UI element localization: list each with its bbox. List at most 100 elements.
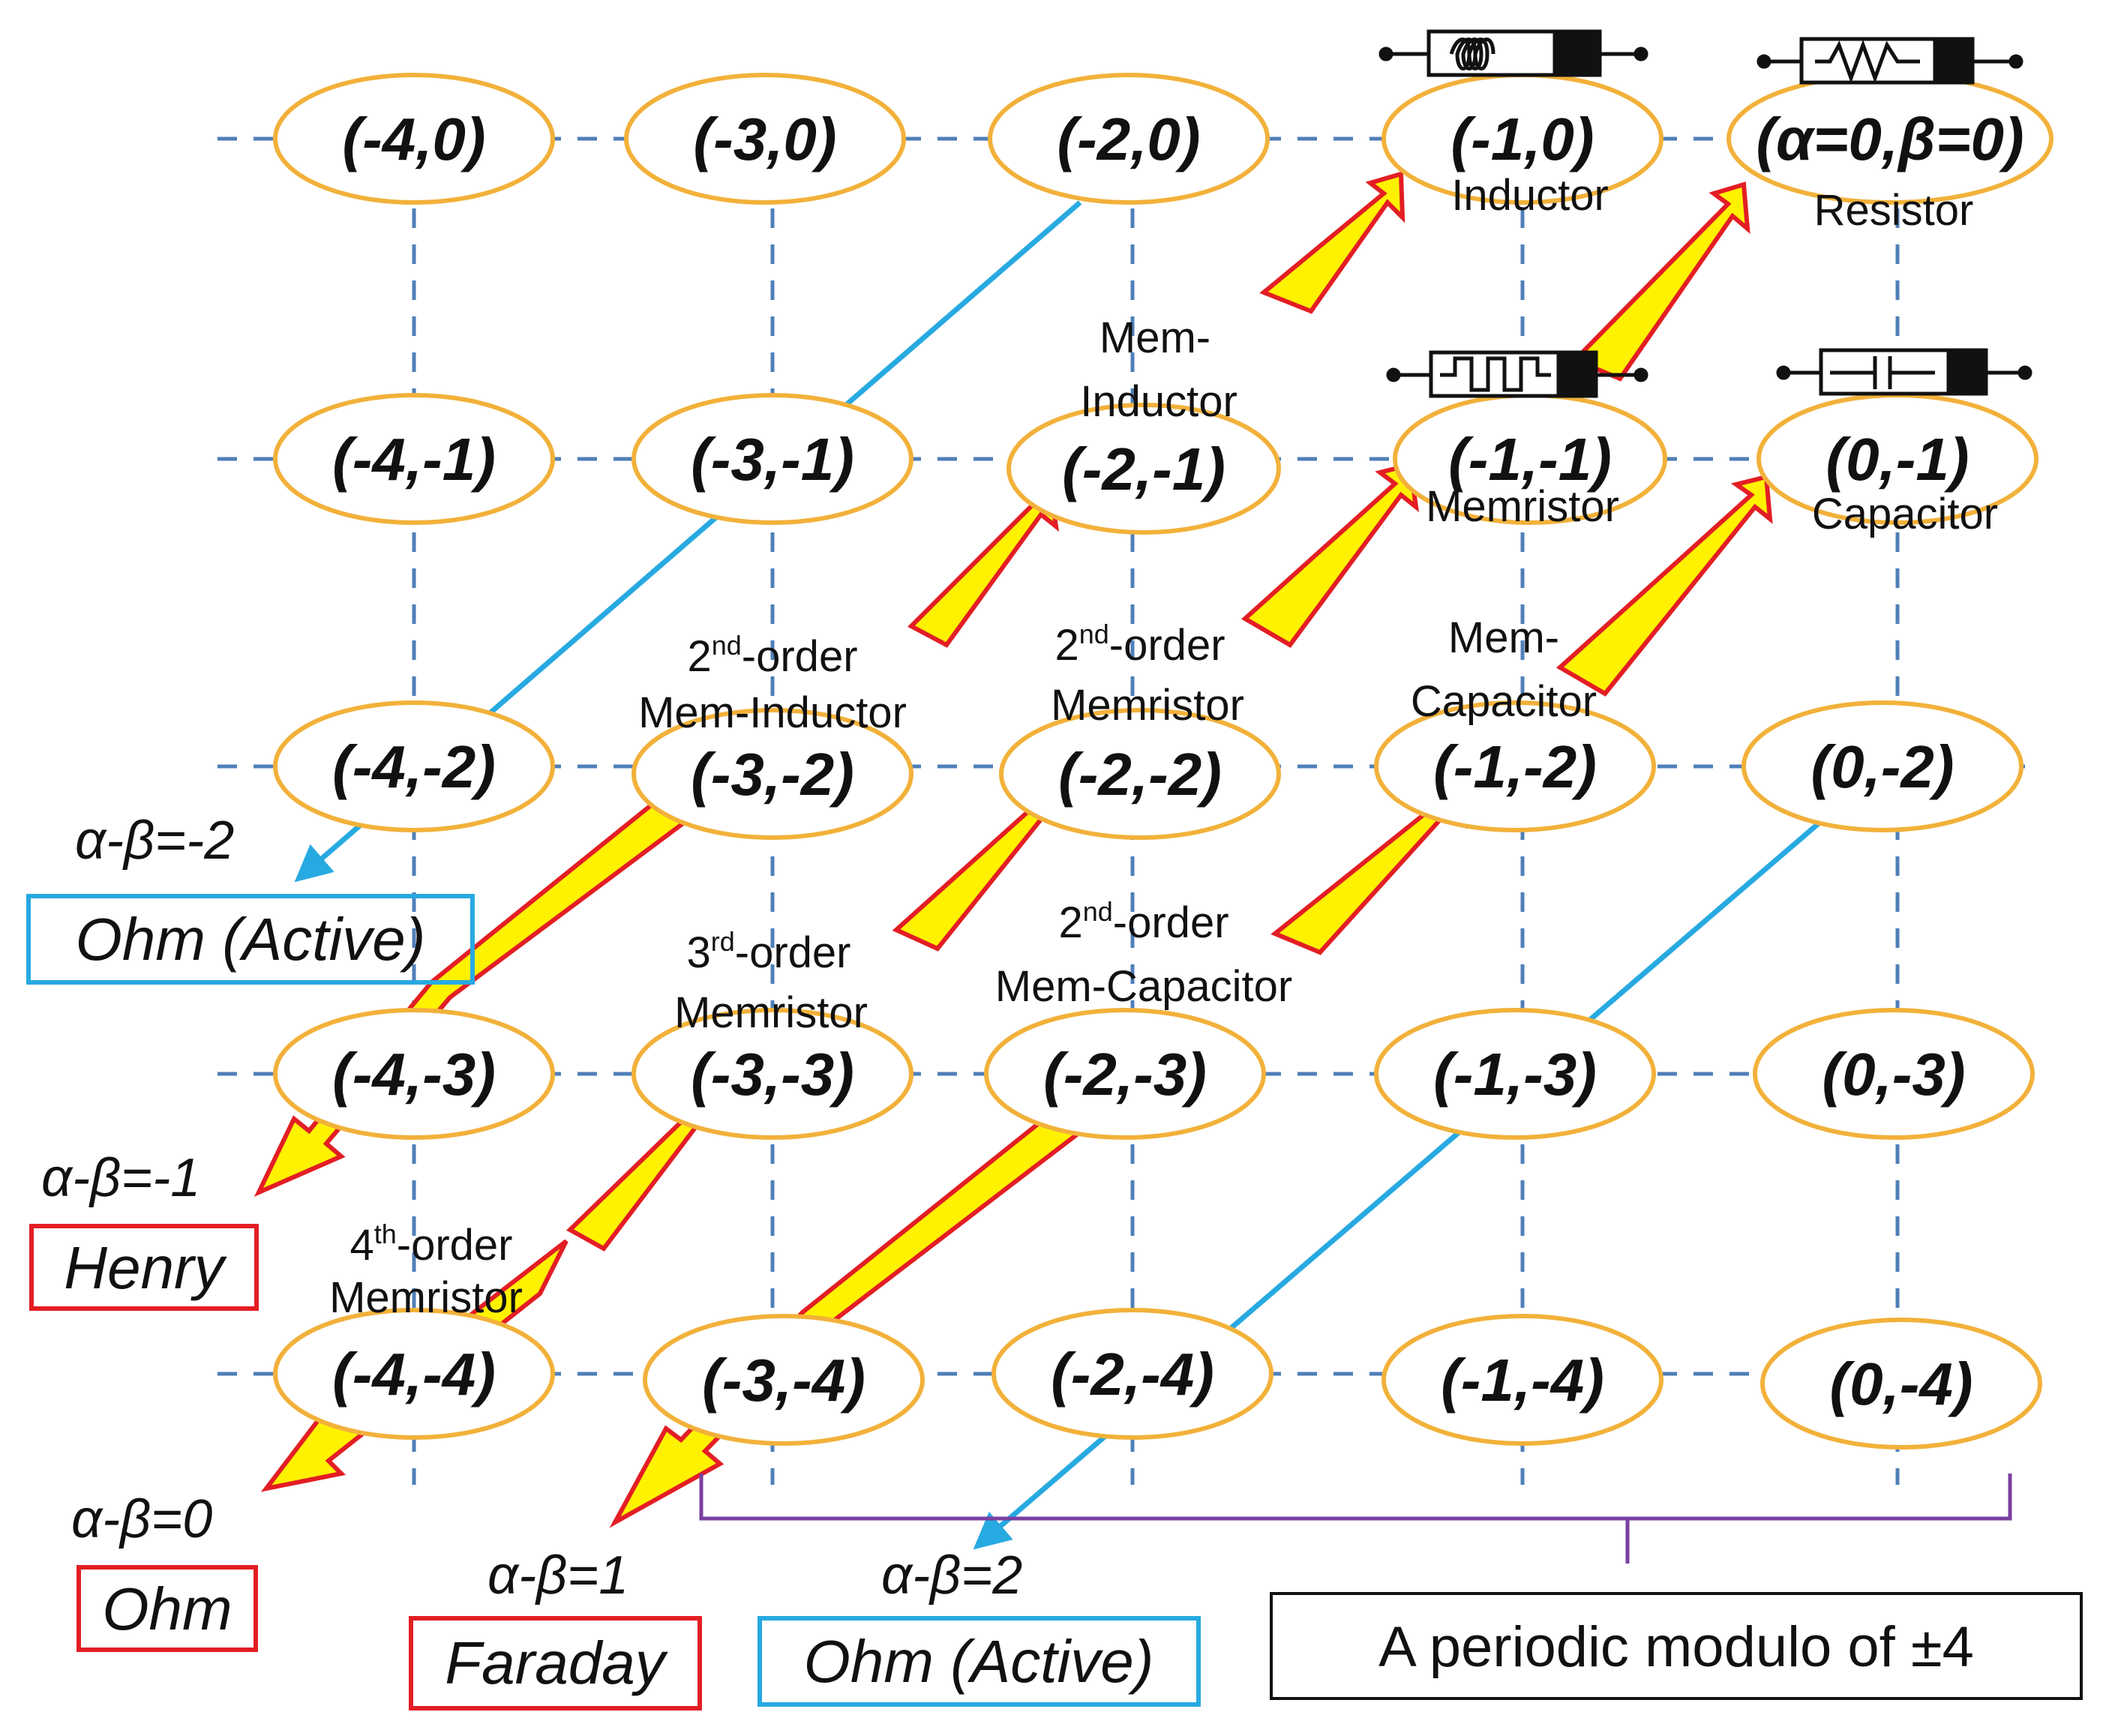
node-n0-3: (0,-3) xyxy=(1753,1008,2035,1140)
alpha-beta-plus-2: α-β=2 xyxy=(881,1546,1022,1606)
henry-box xyxy=(29,1224,259,1311)
node-ellipse xyxy=(984,1008,1266,1140)
node-ellipse xyxy=(1742,700,2024,832)
node-label: (0,-1) xyxy=(1826,426,1969,493)
caption-2nd-mem-inductor-line1: 2nd-order xyxy=(687,630,857,681)
node-n-3-4: (-3,-4) xyxy=(643,1314,925,1446)
caption-mem-capacitor-line2: Capacitor xyxy=(1411,677,1597,726)
node-ellipse xyxy=(632,393,914,525)
node-ellipse xyxy=(632,1008,914,1140)
caption-3rd-memristor-line2: Memristor xyxy=(674,988,868,1037)
node-label: (-3,-3) xyxy=(691,1041,854,1108)
node-n-1-1: (-1,-1) xyxy=(1393,393,1667,525)
arrow-faraday xyxy=(609,1069,1132,1528)
node-n-2-2: (-2,-2) xyxy=(999,708,1281,840)
node-layer: (-4,0)(-3,0)(-2,0)(-1,0)(α=0,β=0)(-4,-1)… xyxy=(273,73,2054,1450)
caption-3rd-memristor-line1: 3rd-order xyxy=(687,926,851,977)
caption-layer: Inductor Resistor Mem- Inductor Memristo… xyxy=(329,171,1998,1322)
node-ellipse xyxy=(273,393,555,525)
arrow-to-capacitor xyxy=(1556,474,1773,697)
node-n0-2: (0,-2) xyxy=(1742,700,2024,832)
caption-2nd-mem-inductor-line2: Mem-Inductor xyxy=(638,688,907,737)
node-label: (-1,-4) xyxy=(1441,1347,1604,1414)
node-ellipse xyxy=(1753,1008,2035,1140)
caption-memristor: Memristor xyxy=(1426,482,1619,531)
node-label: (0,-3) xyxy=(1822,1041,1965,1108)
node-n-4-3: (-4,-3) xyxy=(273,1008,555,1140)
resistor-icon xyxy=(1756,37,2024,85)
arrow-henry xyxy=(254,777,721,1197)
node-n-3-2: (-3,-2) xyxy=(632,708,914,840)
node-ellipse xyxy=(273,700,555,832)
node-n-1-2: (-1,-2) xyxy=(1374,700,1656,832)
caption-capacitor: Capacitor xyxy=(1812,490,1998,538)
henry-label: Henry xyxy=(64,1234,227,1301)
node-label: (-2,0) xyxy=(1057,106,1200,172)
node-label: (-1,-1) xyxy=(1448,426,1612,493)
node-label: (-3,-1) xyxy=(691,426,854,493)
alpha-beta-plus-1: α-β=1 xyxy=(488,1546,628,1606)
node-label: (0,-2) xyxy=(1810,733,1954,800)
node-n-4-2: (-4,-2) xyxy=(273,700,555,832)
node-ellipse xyxy=(999,708,1281,840)
node-ellipse xyxy=(992,1308,1274,1440)
node-ellipse xyxy=(1382,1314,1664,1446)
memristor-icon xyxy=(1386,350,1648,398)
node-ellipse xyxy=(1006,403,1281,535)
node-ellipse xyxy=(273,1008,555,1140)
caption-mem-inductor-line2: Inductor xyxy=(1080,377,1238,426)
icon-layer xyxy=(1378,29,2032,398)
unit-boxes: Ohm (Active) Henry Ohm Faraday Ohm (Acti… xyxy=(26,894,2083,1711)
ohm-active-bottom-label: Ohm (Active) xyxy=(804,1628,1154,1695)
node-ellipse xyxy=(643,1314,925,1446)
caption-2nd-mem-capacitor-line1: 2nd-order xyxy=(1058,896,1228,947)
node-n-3-3: (-3,-3) xyxy=(632,1008,914,1140)
node-ellipse xyxy=(1374,1008,1656,1140)
ohm-box xyxy=(76,1565,258,1652)
capacitor-icon xyxy=(1776,348,2032,396)
node-n0-1: (0,-1) xyxy=(1756,393,2038,525)
inductor-icon xyxy=(1378,29,1648,77)
node-n-2-1: (-2,-1) xyxy=(1006,403,1281,535)
alpha-beta-minus-2: α-β=-2 xyxy=(75,811,234,871)
node-n-1-3: (-1,-3) xyxy=(1374,1008,1656,1140)
node-label: (-1,-3) xyxy=(1433,1041,1597,1108)
node-n-4-0: (-4,0) xyxy=(273,73,555,205)
node-ellipse xyxy=(988,73,1270,205)
node-label: (-3,-2) xyxy=(691,741,854,808)
node-label: (-4,-4) xyxy=(332,1341,496,1408)
node-label: (-2,-1) xyxy=(1062,436,1226,502)
ohm-active-left-box xyxy=(26,894,475,985)
node-ellipse xyxy=(632,708,914,840)
node-label: (-1,-2) xyxy=(1433,733,1597,800)
node-label: (α=0,β=0) xyxy=(1756,106,2024,172)
node-n00: (α=0,β=0) xyxy=(1726,73,2054,205)
node-label: (-3,-4) xyxy=(702,1347,866,1414)
periodic-box xyxy=(1270,1592,2083,1700)
ohm-active-bottom-box xyxy=(758,1616,1201,1707)
ohm-label: Ohm xyxy=(102,1576,232,1642)
node-label: (-2,-3) xyxy=(1043,1041,1207,1108)
alpha-beta-layer: α-β=-2 α-β=-1 α-β=0 α-β=1 α-β=2 xyxy=(41,811,1022,1606)
caption-4th-memristor-line1: 4th-order xyxy=(350,1219,512,1270)
node-ellipse xyxy=(624,73,906,205)
node-label: (-2,-4) xyxy=(1051,1341,1214,1408)
caption-mem-capacitor-line1: Mem- xyxy=(1448,613,1559,662)
alpha-beta-minus-1: α-β=-1 xyxy=(41,1148,200,1208)
node-label: (-4,0) xyxy=(342,106,485,172)
arrow-to-inductor xyxy=(1259,171,1406,314)
node-n-4-4: (-4,-4) xyxy=(273,1308,555,1440)
node-n-1-4: (-1,-4) xyxy=(1382,1314,1664,1446)
node-ellipse xyxy=(273,1308,555,1440)
caption-2nd-mem-capacitor-line2: Mem-Capacitor xyxy=(995,962,1292,1011)
caption-resistor: Resistor xyxy=(1814,186,1974,235)
faraday-box xyxy=(409,1616,702,1711)
node-ellipse xyxy=(273,73,555,205)
node-n-2-4: (-2,-4) xyxy=(992,1308,1274,1440)
caption-inductor: Inductor xyxy=(1451,171,1609,220)
node-n-4-1: (-4,-1) xyxy=(273,393,555,525)
node-label: (-3,0) xyxy=(693,106,836,172)
arrow-to-resistor xyxy=(1570,181,1750,382)
periodic-label: A periodic modulo of ±4 xyxy=(1378,1615,1974,1679)
